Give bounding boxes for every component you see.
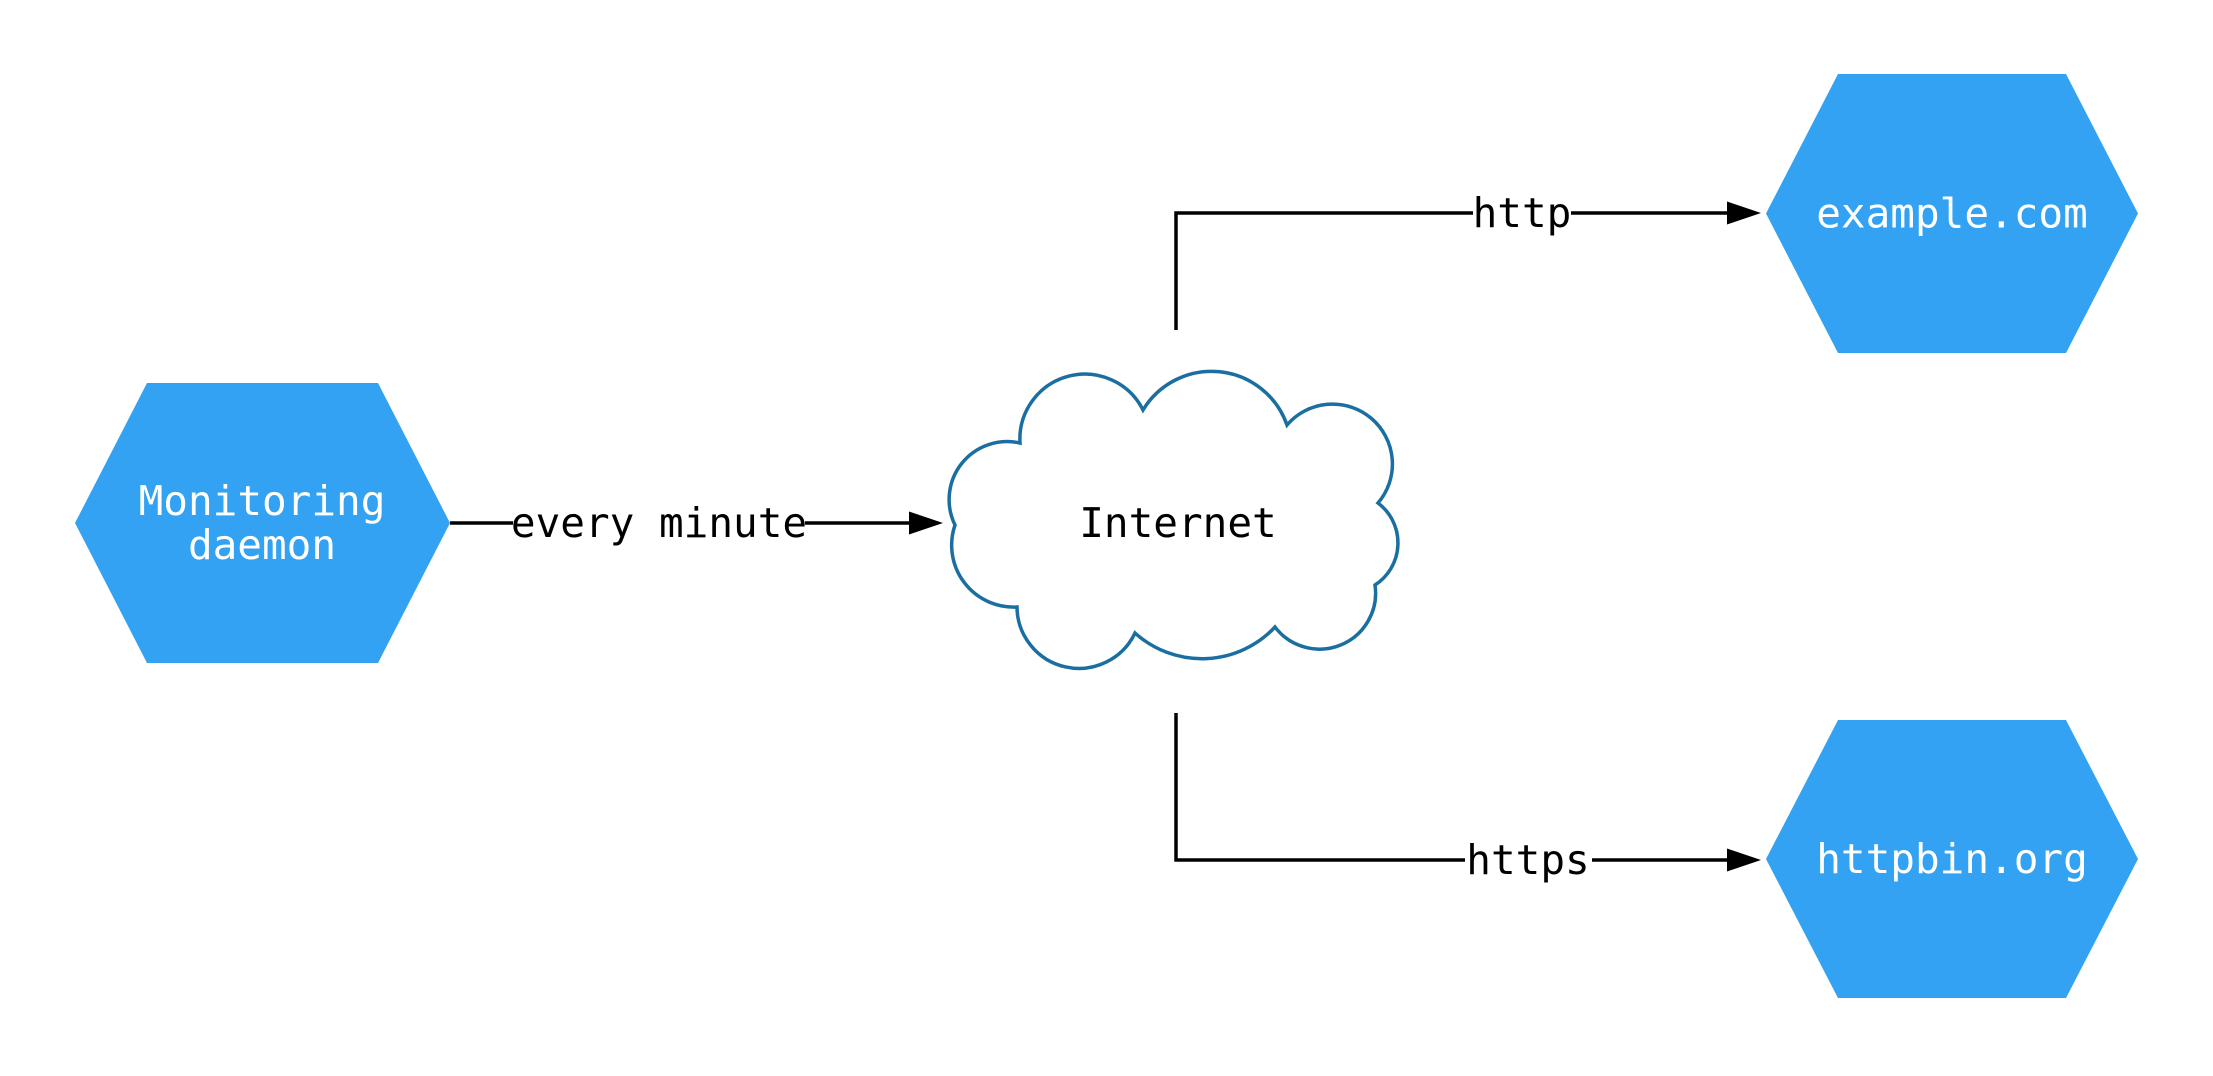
node-example-com: example.com (1766, 74, 2138, 353)
edge-every-minute: every minute (450, 499, 943, 547)
edge-every-minute-arrowhead-icon (909, 511, 943, 535)
node-httpbin-org-label: httpbin.org (1816, 835, 2088, 883)
edge-https-label: https (1466, 836, 1589, 884)
edge-http-label: http (1473, 189, 1572, 237)
node-internet: Internet (947, 369, 1400, 671)
node-httpbin-org: httpbin.org (1766, 720, 2138, 998)
edge-http: http (1174, 189, 1761, 330)
node-monitoring-daemon: Monitoring daemon (75, 383, 450, 663)
edge-every-minute-label: every minute (511, 499, 807, 547)
edge-http-arrowhead-icon (1727, 201, 1761, 225)
node-internet-label: Internet (1079, 499, 1276, 547)
node-monitoring-daemon-label-line2: daemon (188, 521, 336, 569)
node-monitoring-daemon-hexagon-shape (75, 383, 450, 663)
node-example-com-hexagon-shape (1766, 74, 2138, 353)
node-internet-cloud-shape (947, 369, 1400, 671)
edge-https-elbow-segment (1174, 713, 1465, 862)
node-example-com-label: example.com (1816, 190, 2088, 238)
edge-http-elbow-segment (1174, 211, 1473, 330)
edge-https: https (1174, 713, 1761, 884)
node-monitoring-daemon-label-line1: Monitoring (139, 477, 386, 525)
edge-https-arrowhead-icon (1727, 848, 1761, 872)
node-httpbin-org-hexagon-shape (1766, 720, 2138, 998)
